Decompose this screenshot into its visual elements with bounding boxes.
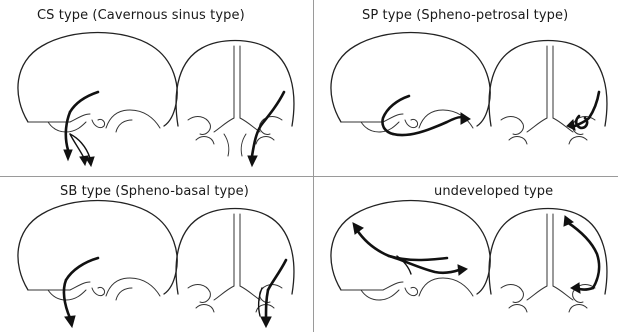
sp-frontal-skull-diagram bbox=[313, 0, 618, 176]
undeveloped-frontal-skull-diagram bbox=[313, 176, 618, 332]
sb-frontal-skull-diagram bbox=[0, 176, 313, 332]
cs-frontal-skull-diagram bbox=[0, 0, 313, 176]
